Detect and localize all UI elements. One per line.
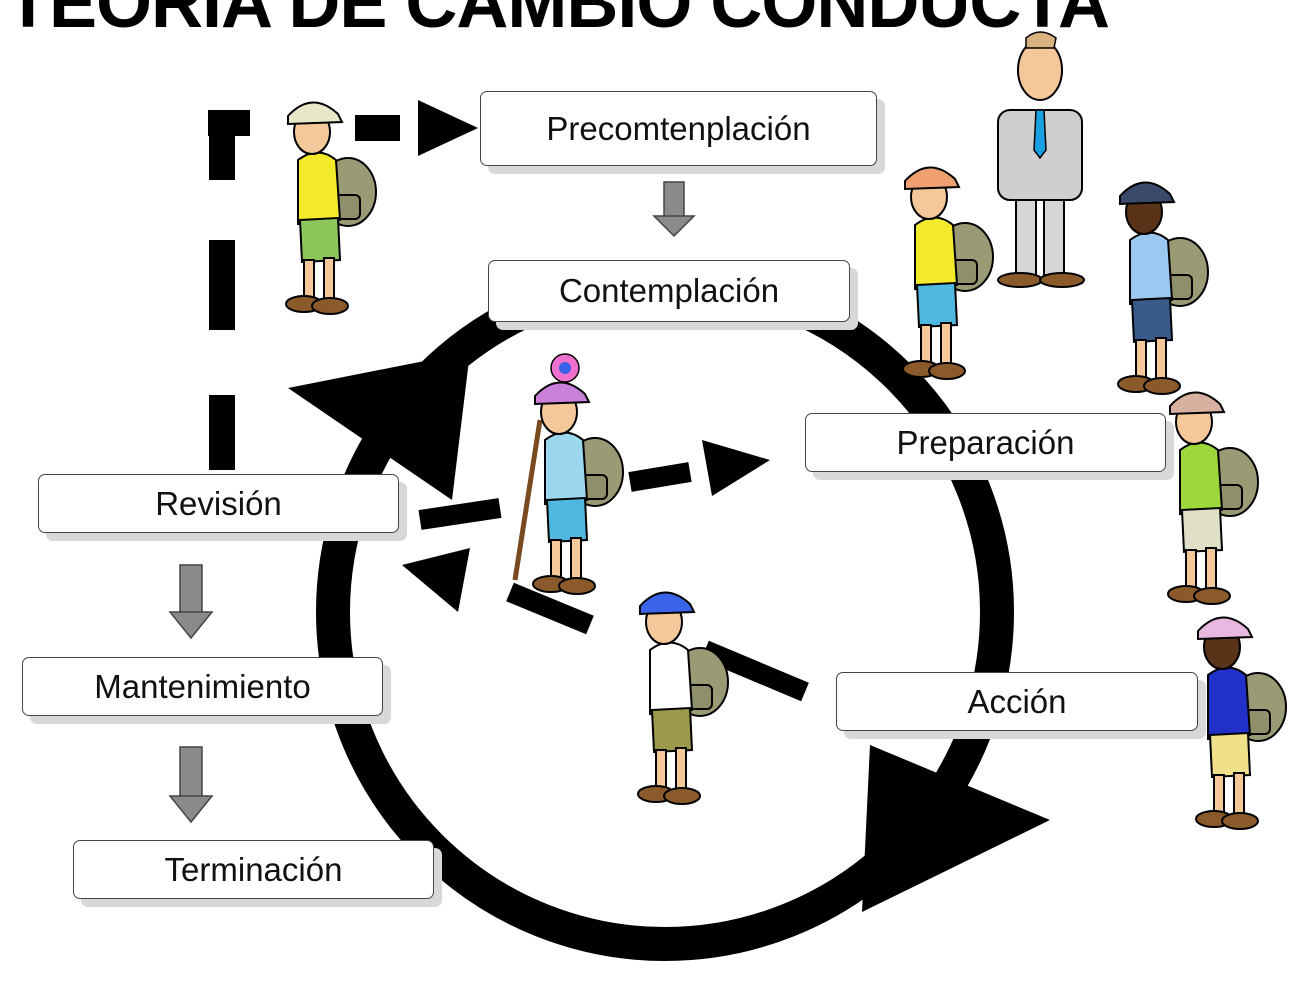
revision-arrowhead	[402, 548, 470, 612]
hiker-icon	[1117, 181, 1209, 395]
page-title: TEORÍA DE CAMBIO CONDUCTA	[6, 0, 1110, 43]
gray-arrow-precon-to-con	[652, 181, 696, 238]
ring-arrowhead-left	[288, 352, 470, 500]
stage-accion: Acción	[836, 672, 1198, 731]
hiker-icon	[637, 591, 729, 805]
stage-mantenimiento: Mantenimiento	[22, 657, 383, 716]
accion-to-revision-dash	[506, 582, 809, 702]
relapse-dashed-line	[208, 110, 400, 470]
businessman-icon	[997, 31, 1085, 288]
stage-revision: Revisión	[38, 474, 399, 533]
hiker-icon	[532, 353, 624, 595]
relapse-arrowhead	[418, 100, 478, 156]
hiker-icon	[1195, 616, 1287, 830]
gray-arrow-mantenimiento-to-terminacion	[168, 746, 214, 824]
ring-arrowhead-bottom-right	[862, 745, 1050, 912]
revision-to-preparacion-dash	[418, 462, 692, 530]
stage-terminacion: Terminación	[73, 840, 434, 899]
gray-arrow-revision-to-mantenimiento	[168, 564, 214, 640]
hiker-icon	[1167, 391, 1259, 605]
stage-contemplacion: Contemplación	[488, 260, 850, 322]
stage-preparacion: Preparación	[805, 413, 1166, 472]
walking-stick-icon	[512, 419, 543, 581]
hiker-icon	[902, 166, 994, 380]
stage-precontemplacion: Precomtenplación	[480, 91, 877, 166]
preparacion-arrowhead	[702, 440, 770, 496]
